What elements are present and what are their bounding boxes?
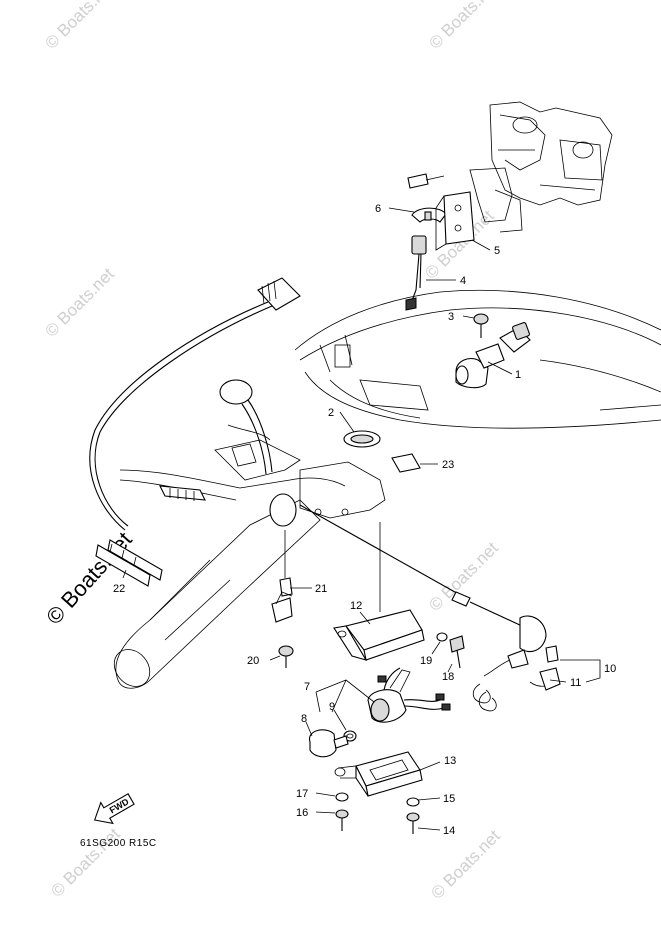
tiller-handle [113, 379, 386, 689]
svg-text:© Boats.net: © Boats.net [427, 826, 504, 903]
callout-18: 18 [442, 671, 454, 683]
callout-10: 10 [604, 663, 616, 675]
part-21-holder [271, 591, 293, 623]
throttle-cable [89, 277, 301, 531]
callout-5: 5 [494, 245, 500, 257]
svg-text:© Boats.net: © Boats.net [425, 0, 502, 53]
part-19-washer [436, 632, 448, 642]
part-15-washer [406, 797, 420, 807]
callout-21: 21 [315, 583, 327, 595]
callout-17: 17 [296, 788, 308, 800]
part-12-bracket [333, 522, 425, 661]
svg-text:© Boats.net: © Boats.net [41, 264, 118, 341]
fwd-arrow: FWD [93, 793, 135, 825]
callout-7: 7 [304, 681, 310, 693]
callout-22: 22 [113, 583, 125, 595]
callout-3: 3 [448, 311, 454, 323]
part-20-screw [278, 645, 294, 668]
callout-1: 1 [515, 369, 521, 381]
kill-switch-cable [299, 504, 559, 663]
watermark-bottom-left: © Boats.net [47, 824, 124, 901]
engine-bracket-assembly [469, 101, 613, 233]
watermark-top-right: © Boats.net [425, 0, 502, 53]
callout-2: 2 [328, 407, 334, 419]
watermark-mid-left: © Boats.net [41, 264, 118, 341]
callout-4: 4 [460, 275, 466, 287]
callout-9: 9 [329, 701, 335, 713]
part-4-sensor-lead [405, 235, 427, 311]
callout-11: 11 [570, 677, 581, 689]
callout-23: 23 [442, 459, 454, 471]
part-2-grommet [343, 430, 381, 448]
part-5-bracket [407, 173, 475, 251]
part-13-cover [334, 751, 423, 797]
callout-16: 16 [296, 807, 308, 819]
part-11-lanyard [472, 649, 561, 712]
bottom-cowling [294, 289, 661, 429]
callout-14: 14 [443, 825, 455, 837]
part-17-washer [335, 792, 349, 802]
part-3-screw [473, 313, 489, 338]
part-21-stop [279, 530, 293, 597]
callout-8: 8 [301, 713, 307, 725]
part-23-label [391, 453, 421, 473]
leader-lines [122, 207, 601, 831]
part-18-bolt [449, 635, 465, 669]
watermark-large: © Boats.net [41, 527, 137, 629]
part-6-clip [411, 207, 447, 223]
callout-13: 13 [444, 755, 456, 767]
svg-text:© Boats.net: © Boats.net [41, 0, 118, 53]
svg-text:© Boats.net: © Boats.net [41, 527, 137, 629]
part-7-main-switch [367, 667, 451, 723]
callout-6: 6 [375, 203, 381, 215]
callout-12: 12 [350, 600, 362, 612]
diagram-code: 61SG200 R15C [80, 838, 157, 849]
part-8-key [309, 729, 349, 758]
part-22-grip [95, 539, 163, 587]
callout-20: 20 [247, 655, 259, 667]
part-1-switch [455, 322, 531, 389]
watermark-top-left: © Boats.net [41, 0, 118, 53]
callout-numbers: 1 2 3 4 5 6 7 8 9 10 11 12 13 14 15 16 1… [113, 203, 616, 837]
watermark-bottom-right: © Boats.net [427, 826, 504, 903]
callout-15: 15 [443, 793, 455, 805]
svg-text:© Boats.net: © Boats.net [47, 824, 124, 901]
part-14-screw [406, 812, 420, 834]
callout-19: 19 [420, 655, 432, 667]
part-16-screw [335, 809, 349, 831]
